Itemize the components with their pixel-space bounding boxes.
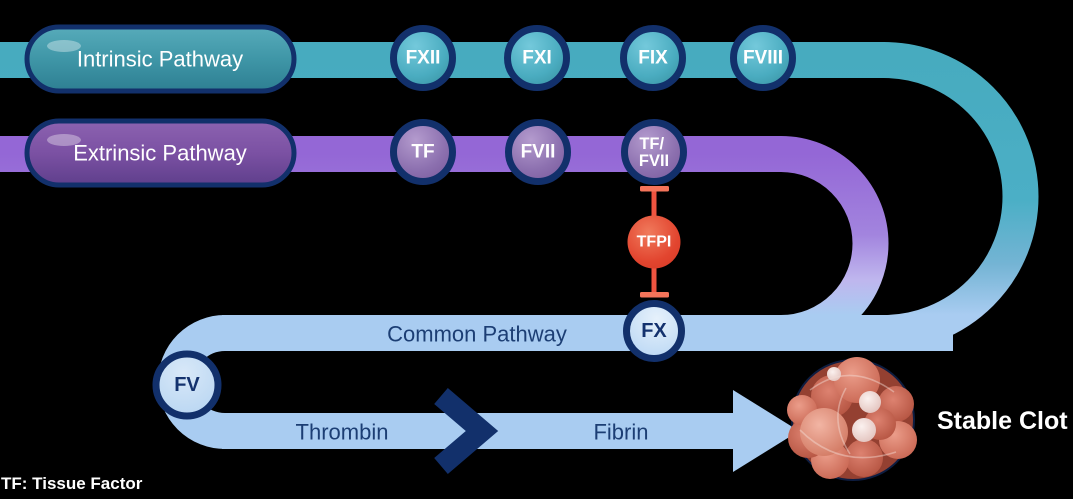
fv-node: FV xyxy=(152,350,222,420)
stable-clot-label: Stable Clot xyxy=(937,407,1068,435)
tfpi-label: TFPI xyxy=(637,234,672,251)
intrinsic-pathway-label: Intrinsic Pathway xyxy=(77,47,243,72)
fx-label: FX xyxy=(641,320,667,342)
inhibition-connector xyxy=(640,186,669,298)
fxi-label: FXI xyxy=(522,48,552,69)
clot-lump xyxy=(800,408,848,456)
fibrin-arrowhead xyxy=(733,390,799,472)
fvii-node: FVII xyxy=(505,119,571,185)
tf-node: TF xyxy=(390,119,456,185)
clot-platelet xyxy=(852,418,876,442)
clot-lump xyxy=(845,439,883,477)
inhibition-tbar-bottom xyxy=(640,292,669,298)
fx-node: FX xyxy=(623,300,685,362)
fibrin-label: Fibrin xyxy=(593,420,648,445)
fix-label: FIX xyxy=(638,48,668,69)
common-pathway-label: Common Pathway xyxy=(387,322,567,347)
tf-fvii-node: TF/ FVII xyxy=(621,119,687,185)
tf-fvii-label-top: TF/ xyxy=(639,135,664,153)
capsule-gleam xyxy=(47,40,81,52)
clot-illustration xyxy=(787,357,917,481)
thrombin-label: Thrombin xyxy=(296,420,389,445)
tf-fvii-label: TF/ FVII xyxy=(639,135,669,170)
fvii-label: FVII xyxy=(521,142,556,163)
fviii-label: FVIII xyxy=(743,48,783,69)
tf-label: TF xyxy=(411,142,434,163)
fxii-label: FXII xyxy=(406,48,441,69)
clot-platelet xyxy=(827,367,841,381)
inhibition-tbar-top xyxy=(640,186,669,192)
clot-platelet xyxy=(859,391,881,413)
fv-label: FV xyxy=(174,374,200,396)
tfpi-node: TFPI xyxy=(627,215,681,269)
intrinsic-pathway-capsule: Intrinsic Pathway xyxy=(24,24,297,94)
clot-fibrin-strands xyxy=(799,374,897,459)
capsule-gleam xyxy=(47,134,81,146)
fviii-node: FVIII xyxy=(730,25,796,91)
fix-node: FIX xyxy=(620,25,686,91)
extrinsic-pathway-capsule: Extrinsic Pathway xyxy=(24,118,297,188)
fxii-node: FXII xyxy=(390,25,456,91)
fxi-node: FXI xyxy=(504,25,570,91)
tf-fvii-label-bottom: FVII xyxy=(639,152,669,170)
common-pathway-band xyxy=(222,315,953,351)
extrinsic-pathway-label: Extrinsic Pathway xyxy=(73,141,247,166)
sequence-chevron-icon xyxy=(434,388,499,474)
footnote-label: TF: Tissue Factor xyxy=(1,474,143,493)
